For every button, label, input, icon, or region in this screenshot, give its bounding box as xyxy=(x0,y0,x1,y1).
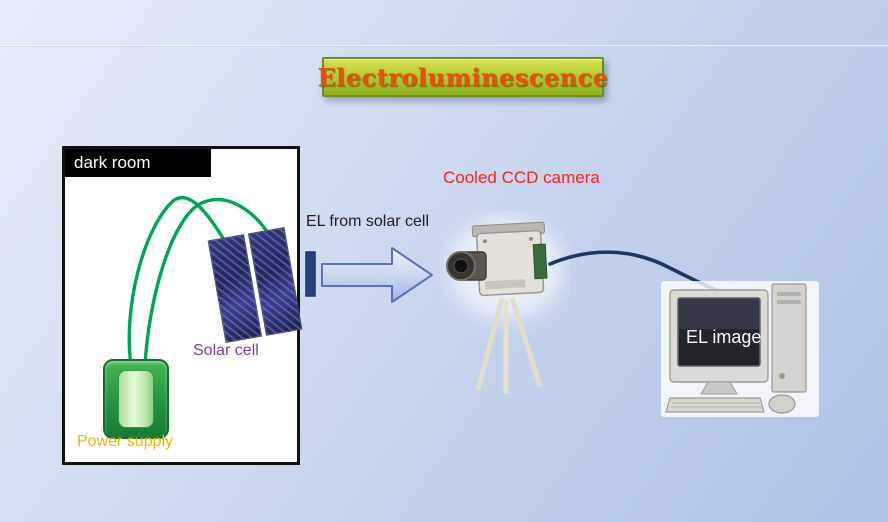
page-title: Electroluminescence xyxy=(317,62,609,92)
el-image-label: EL image xyxy=(686,327,762,347)
keyboard-icon xyxy=(665,397,765,413)
camera-body xyxy=(471,221,548,297)
title-box: Electroluminescence xyxy=(317,57,608,97)
top-divider-line xyxy=(0,45,888,47)
power-supply-label: Power supply xyxy=(77,433,174,450)
monitor-icon xyxy=(669,289,769,395)
ccd-camera-graphic xyxy=(446,216,564,394)
arrow-right-icon xyxy=(305,247,433,303)
power-supply-icon xyxy=(103,359,169,439)
el-beam-label: EL from solar cell xyxy=(306,213,429,230)
power-supply-core xyxy=(118,370,154,428)
wire-graphic xyxy=(127,196,270,367)
monitor-stand xyxy=(700,381,738,395)
solar-cell-label: Solar cell xyxy=(193,342,259,359)
camera-lens-icon xyxy=(446,251,487,281)
tripod-icon xyxy=(475,297,543,394)
computer-graphic xyxy=(661,281,819,417)
beam-slit xyxy=(305,251,316,297)
ccd-camera-label: Cooled CCD camera xyxy=(443,168,600,187)
dark-room-label: dark room xyxy=(65,149,211,177)
dark-room-box: dark room Solar cell Power supply xyxy=(62,146,303,465)
tower-icon xyxy=(771,283,807,393)
mouse-icon xyxy=(768,394,796,414)
